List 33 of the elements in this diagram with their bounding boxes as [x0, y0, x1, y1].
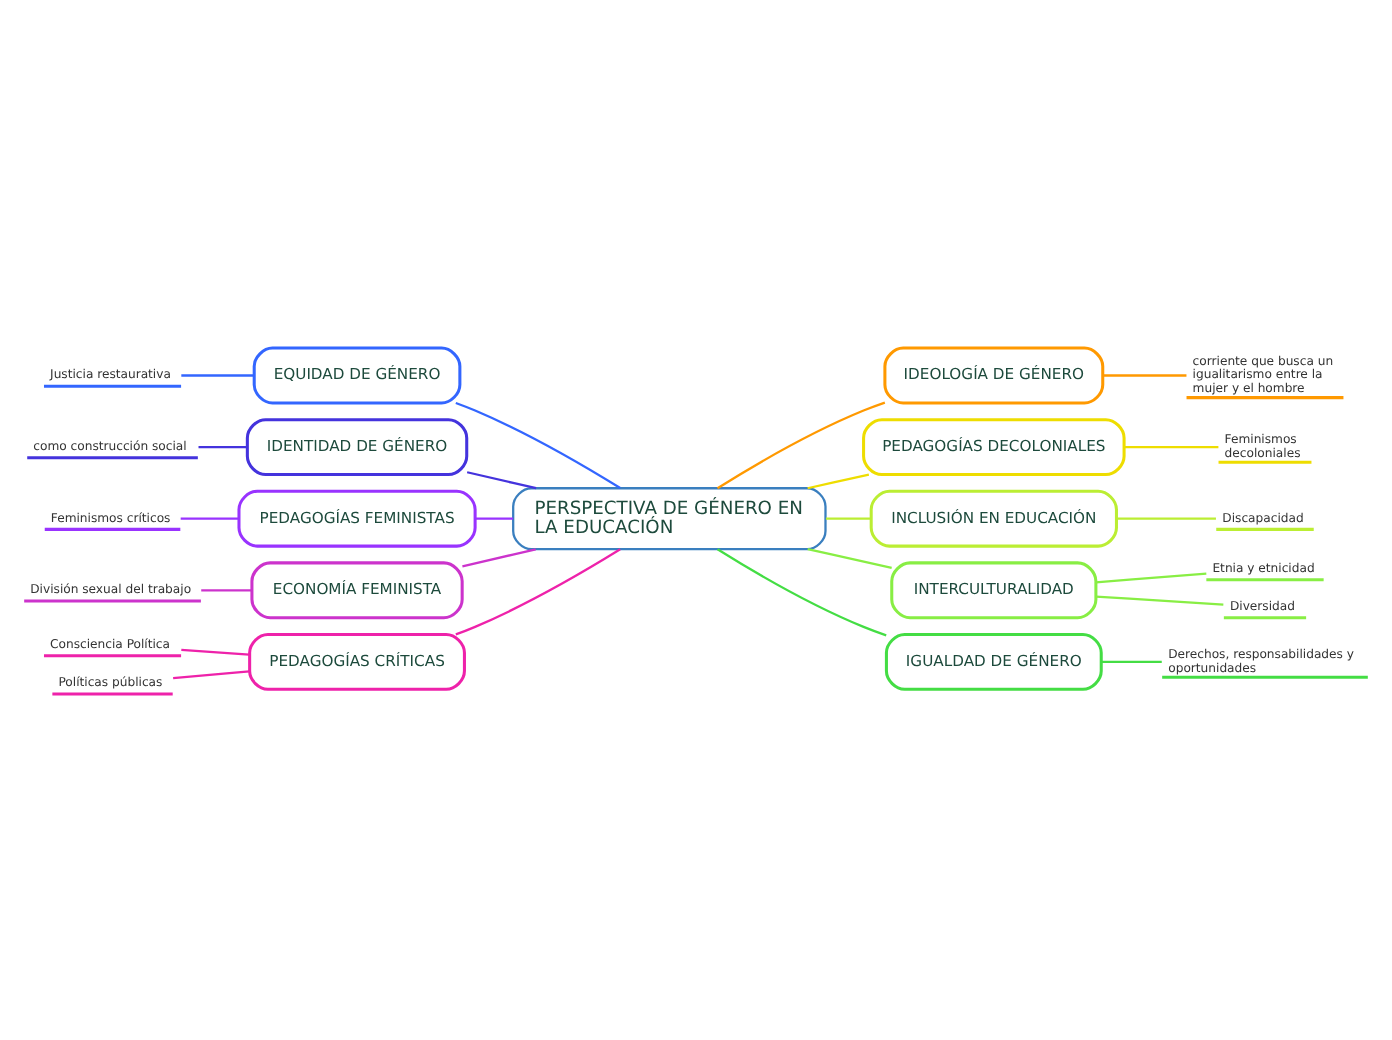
connector: [1102, 373, 1187, 376]
node-box: IDEOLOGÍA DE GÉNERO: [883, 345, 1105, 404]
node-box: IDENTIDAD DE GÉNERO: [245, 417, 469, 476]
connector: [462, 547, 536, 567]
connector: [181, 373, 254, 376]
node-box: PEDAGOGÍAS DECOLONIALES: [862, 417, 1126, 476]
node-box: PERSPECTIVA DE GÉNERO EN LA EDUCACIÓN: [512, 486, 827, 550]
connector: [475, 516, 514, 519]
connector: [807, 547, 892, 569]
connector: [201, 588, 252, 591]
node-box: PEDAGOGÍAS FEMINISTAS: [237, 488, 477, 547]
connector: [1095, 571, 1207, 583]
connector: [825, 516, 871, 519]
connector: [198, 444, 248, 448]
connector: [716, 400, 886, 489]
connector: [1101, 659, 1162, 663]
connector: [180, 516, 239, 519]
connector: [716, 547, 887, 636]
node-box: INTERCULTURALIDAD: [890, 560, 1098, 619]
connector: [173, 669, 250, 679]
connector: [1116, 516, 1216, 519]
connector: [466, 470, 537, 489]
connector: [1095, 594, 1224, 605]
connector: [181, 647, 250, 655]
node-box: EQUIDAD DE GÉNERO: [252, 345, 462, 404]
connector: [807, 472, 870, 489]
node-box: INCLUSIÓN EN EDUCACIÓN: [869, 488, 1118, 547]
node-box: PEDAGOGÍAS CRÍTICAS: [248, 631, 466, 690]
connector: [1124, 444, 1219, 448]
node-box: IGUALDAD DE GÉNERO: [884, 631, 1103, 690]
node-box: ECONOMÍA FEMINISTA: [250, 560, 464, 619]
connector: [455, 400, 621, 489]
connector: [455, 547, 621, 635]
